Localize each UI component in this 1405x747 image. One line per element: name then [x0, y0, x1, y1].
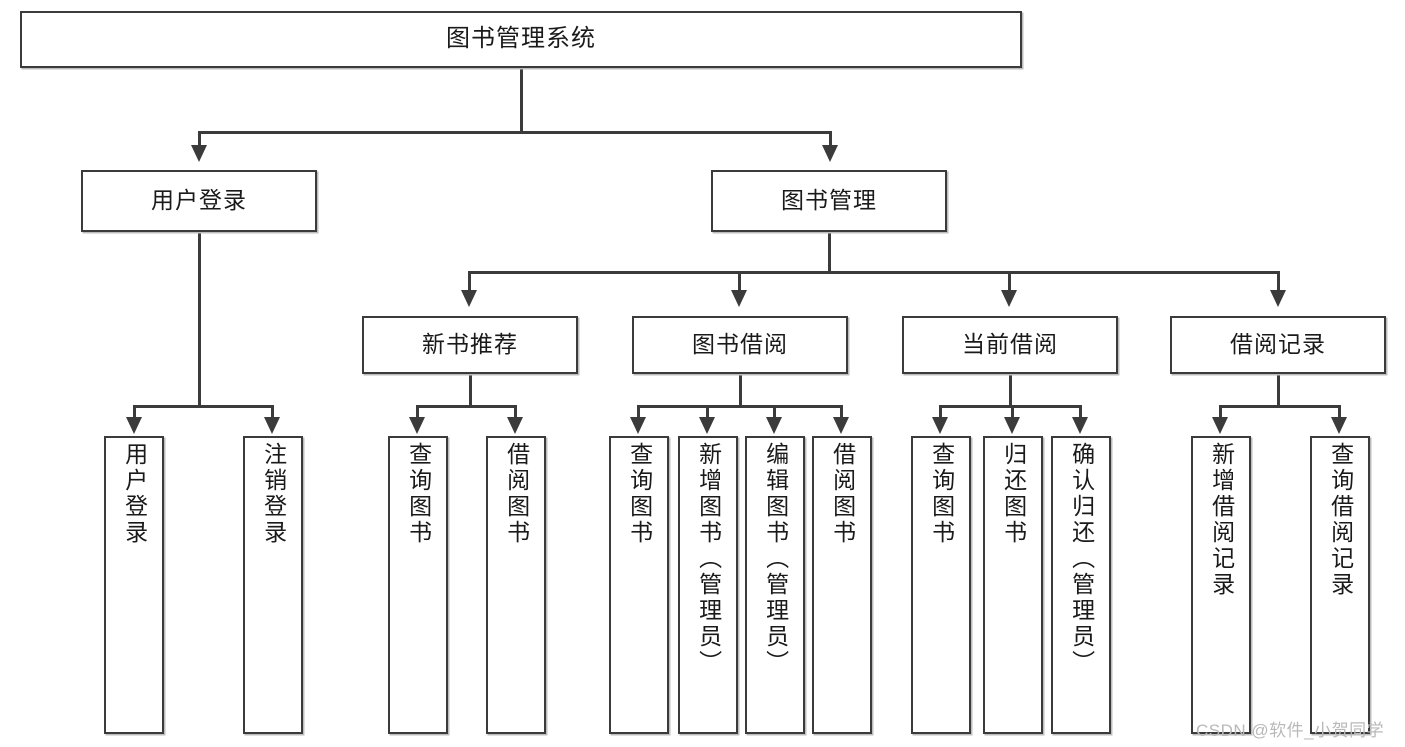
node-leaf-user-login[interactable]: 用户登录 — [104, 436, 164, 734]
connector-bb-to-add — [706, 405, 709, 419]
connector-current-borrow-stem — [1009, 374, 1012, 407]
arrow-cb-to-confirm — [1072, 417, 1088, 434]
node-leaf-record-add-label: 新增借阅记录 — [1208, 442, 1235, 598]
arrow-bm-to-current-borrow — [1001, 290, 1017, 307]
arrow-ul-to-leaf-logout — [264, 417, 280, 434]
connector-cb-to-confirm — [1079, 405, 1082, 419]
arrow-bm-to-book-borrow — [731, 290, 747, 307]
node-leaf-current-search-book[interactable]: 查询图书 — [911, 436, 971, 734]
node-leaf-recommend-borrow-book-label: 借阅图书 — [503, 442, 530, 546]
connector-borrow-record-stem — [1277, 374, 1280, 407]
connector-bb-to-borrow — [840, 405, 843, 419]
node-book-borrow-label: 图书借阅 — [692, 331, 788, 358]
connector-nbr-to-borrow — [514, 405, 517, 419]
connector-bb-to-edit — [773, 405, 776, 419]
arrow-root-to-book-manage — [822, 145, 838, 162]
node-new-book-recommend[interactable]: 新书推荐 — [362, 316, 578, 374]
connector-book-borrow-stem — [739, 374, 742, 407]
node-leaf-borrow-add-book-label: 新增图书（管理员） — [695, 442, 722, 676]
arrow-bb-to-search — [630, 417, 646, 434]
connector-br-to-search — [1338, 405, 1341, 419]
connector-root-to-user-login — [198, 131, 201, 148]
connector-bb-to-search — [637, 405, 640, 419]
arrow-br-to-add — [1212, 417, 1228, 434]
connector-borrow-record-bus — [1219, 405, 1341, 408]
node-book-manage[interactable]: 图书管理 — [711, 170, 947, 232]
node-leaf-borrow-add-book[interactable]: 新增图书（管理员） — [678, 436, 738, 734]
connector-bm-to-new-book-rec — [468, 271, 471, 292]
connector-ul-to-leaf-logout — [271, 405, 274, 419]
node-leaf-record-add[interactable]: 新增借阅记录 — [1191, 436, 1251, 734]
node-leaf-current-search-book-label: 查询图书 — [928, 442, 955, 546]
connector-bm-to-current-borrow — [1008, 271, 1011, 292]
connector-bm-to-borrow-record — [1277, 271, 1280, 292]
node-book-manage-label: 图书管理 — [781, 187, 877, 214]
arrow-ul-to-leaf-login — [126, 417, 142, 434]
node-leaf-borrow-borrow-book-label: 借阅图书 — [829, 442, 856, 546]
arrow-bb-to-add — [699, 417, 715, 434]
node-leaf-recommend-borrow-book[interactable]: 借阅图书 — [486, 436, 546, 734]
arrow-bm-to-borrow-record — [1270, 290, 1286, 307]
connector-book-borrow-bus — [637, 405, 843, 408]
connector-book-manage-bus — [468, 271, 1280, 274]
node-root-label: 图书管理系统 — [446, 25, 596, 53]
node-root[interactable]: 图书管理系统 — [20, 11, 1022, 68]
connector-cb-to-search — [939, 405, 942, 419]
arrow-cb-to-search — [932, 417, 948, 434]
node-leaf-current-confirm-return[interactable]: 确认归还（管理员） — [1051, 436, 1111, 734]
arrow-nbr-to-borrow — [507, 417, 523, 434]
node-leaf-borrow-edit-book-label: 编辑图书（管理员） — [762, 442, 789, 676]
arrow-cb-to-return — [1004, 417, 1020, 434]
connector-user-login-bus — [133, 405, 273, 408]
node-leaf-recommend-search-book-label: 查询图书 — [405, 442, 432, 546]
connector-br-to-add — [1219, 405, 1222, 419]
node-borrow-record-label: 借阅记录 — [1230, 331, 1326, 358]
node-leaf-user-logout[interactable]: 注销登录 — [243, 436, 303, 734]
connector-current-borrow-bus — [939, 405, 1082, 408]
node-leaf-borrow-search-book[interactable]: 查询图书 — [609, 436, 669, 734]
connector-cb-to-return — [1011, 405, 1014, 419]
node-leaf-record-search-label: 查询借阅记录 — [1327, 442, 1354, 598]
arrow-nbr-to-search — [409, 417, 425, 434]
connector-bm-to-book-borrow — [738, 271, 741, 292]
node-leaf-current-return-book[interactable]: 归还图书 — [983, 436, 1043, 734]
node-leaf-record-search[interactable]: 查询借阅记录 — [1310, 436, 1370, 734]
connector-ul-to-leaf-login — [133, 405, 136, 419]
node-current-borrow[interactable]: 当前借阅 — [902, 316, 1118, 374]
node-leaf-borrow-borrow-book[interactable]: 借阅图书 — [812, 436, 872, 734]
node-current-borrow-label: 当前借阅 — [962, 331, 1058, 358]
node-user-login-label: 用户登录 — [151, 187, 247, 214]
connector-root-stem — [520, 68, 523, 133]
node-leaf-user-logout-label: 注销登录 — [260, 442, 287, 546]
connector-root-to-book-manage — [829, 131, 832, 148]
connector-user-login-stem — [198, 232, 201, 407]
node-user-login[interactable]: 用户登录 — [81, 170, 317, 232]
arrow-root-to-user-login — [191, 145, 207, 162]
arrow-bb-to-edit — [766, 417, 782, 434]
connector-new-book-rec-stem — [469, 374, 472, 407]
connector-new-book-rec-bus — [416, 405, 517, 408]
node-leaf-current-confirm-return-label: 确认归还（管理员） — [1068, 442, 1095, 676]
arrow-bm-to-new-book-rec — [461, 290, 477, 307]
arrow-br-to-search — [1331, 417, 1347, 434]
connector-book-manage-stem — [828, 232, 831, 273]
node-leaf-borrow-search-book-label: 查询图书 — [626, 442, 653, 546]
connector-root-bus — [198, 131, 832, 134]
node-leaf-user-login-label: 用户登录 — [121, 442, 148, 546]
node-book-borrow[interactable]: 图书借阅 — [632, 316, 848, 374]
node-leaf-recommend-search-book[interactable]: 查询图书 — [388, 436, 448, 734]
node-leaf-borrow-edit-book[interactable]: 编辑图书（管理员） — [745, 436, 805, 734]
arrow-bb-to-borrow — [833, 417, 849, 434]
connector-nbr-to-search — [416, 405, 419, 419]
node-borrow-record[interactable]: 借阅记录 — [1170, 316, 1386, 374]
node-new-book-recommend-label: 新书推荐 — [422, 331, 518, 358]
node-leaf-current-return-book-label: 归还图书 — [1000, 442, 1027, 546]
